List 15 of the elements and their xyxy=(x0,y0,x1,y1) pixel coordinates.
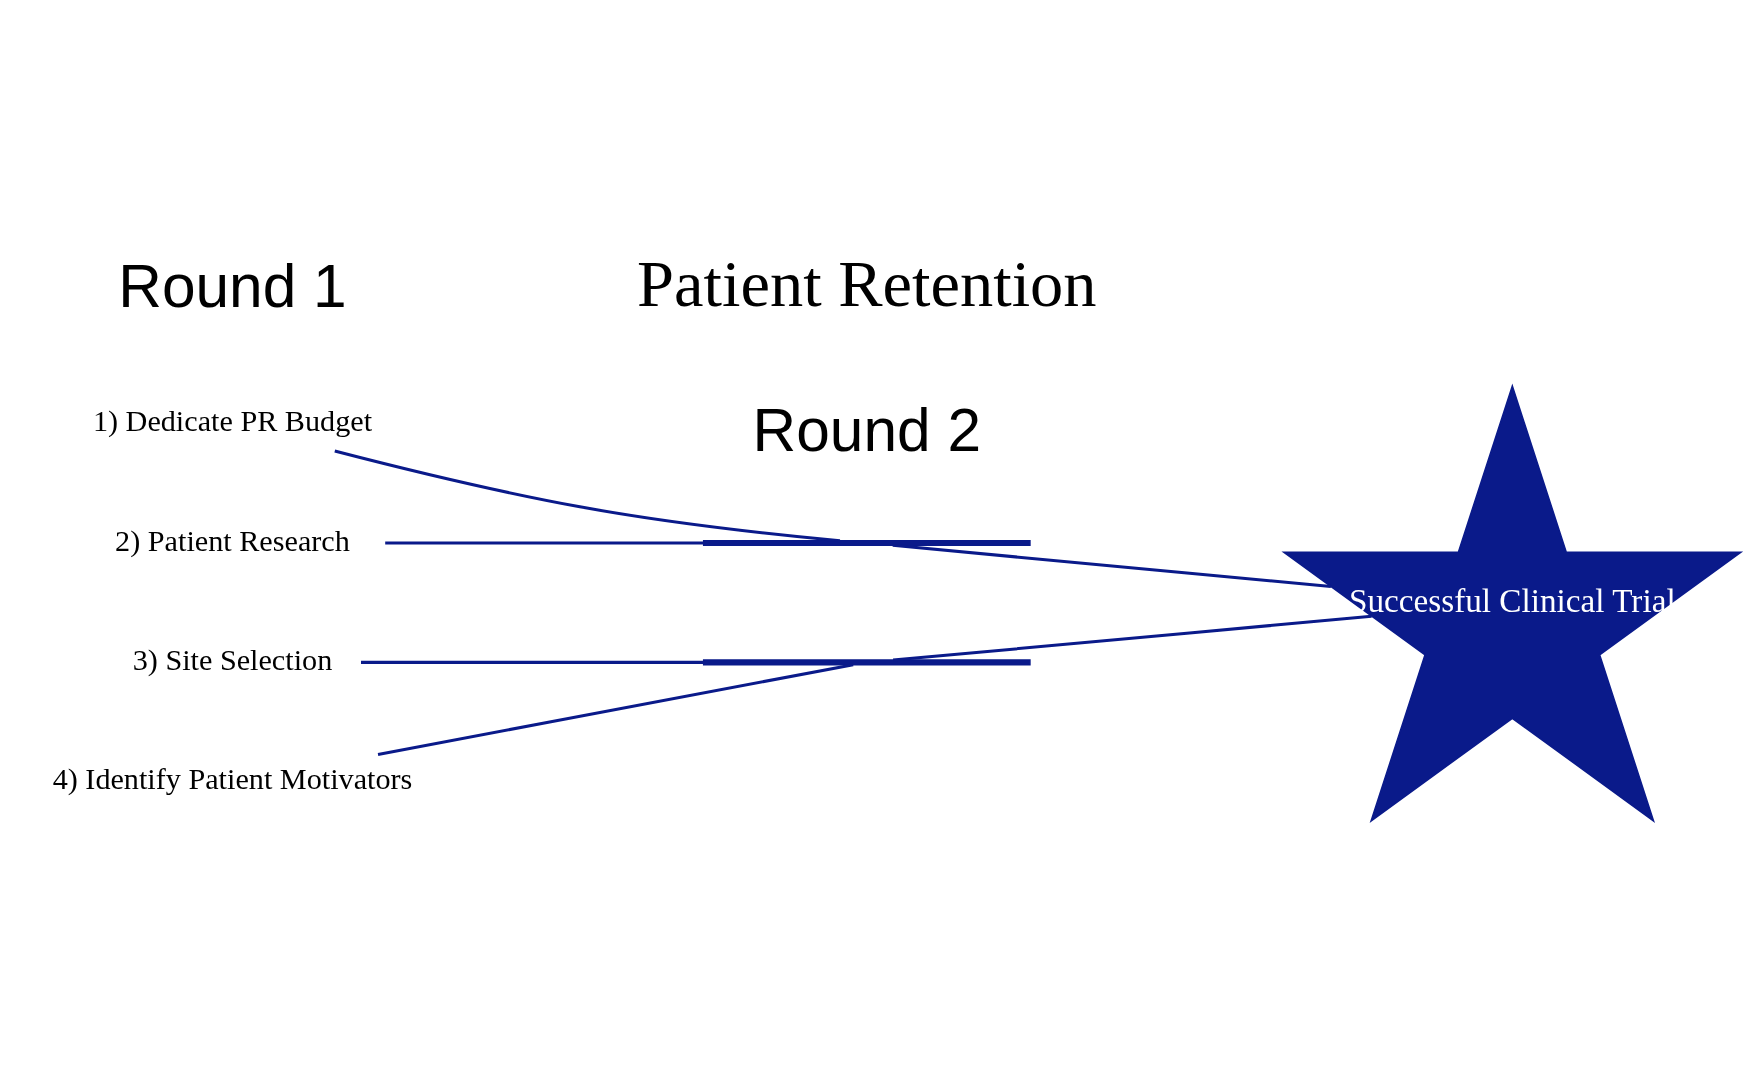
connector xyxy=(334,449,841,542)
connector xyxy=(377,662,854,756)
node-bar xyxy=(702,539,1031,546)
label: Round 1 xyxy=(118,251,347,320)
node-text: 3) Site Selection xyxy=(132,642,333,677)
label: Patient Retention xyxy=(637,246,1097,320)
node-text: 1) Dedicate PR Budget xyxy=(92,403,373,438)
node-text: 4) Identify Patient Motivators xyxy=(52,761,413,796)
node-text: 2) Patient Research xyxy=(115,523,350,558)
connector xyxy=(385,541,704,545)
connector xyxy=(361,660,704,664)
label: Round 2 xyxy=(752,395,981,464)
connector xyxy=(893,614,1372,662)
node-bar xyxy=(702,658,1031,665)
connector xyxy=(892,543,1332,588)
